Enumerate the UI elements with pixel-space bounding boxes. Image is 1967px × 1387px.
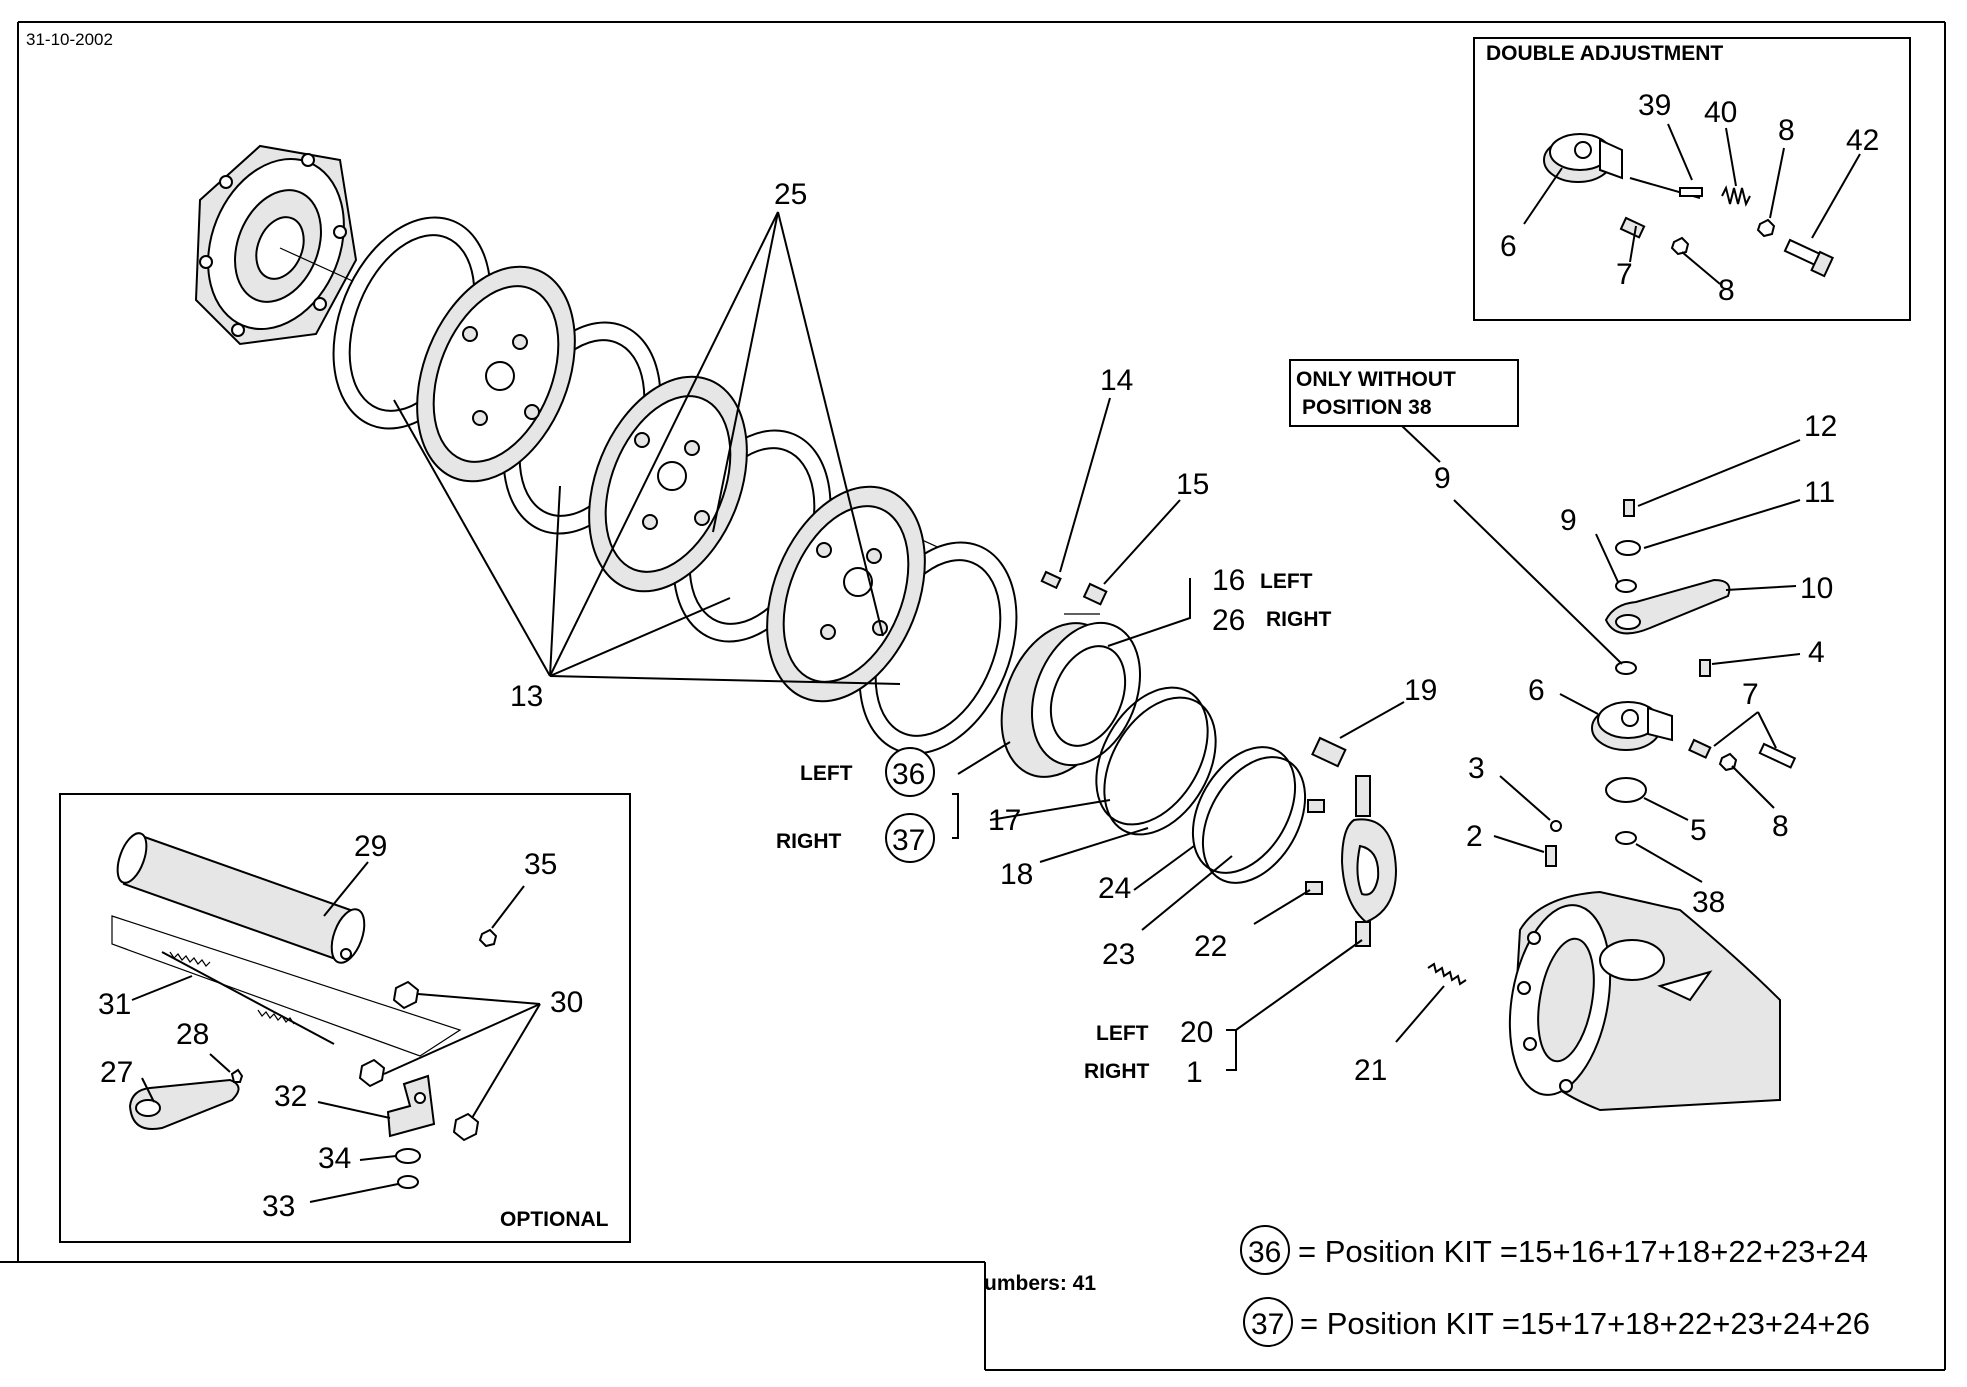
- friction-disc: [416, 265, 576, 483]
- callout-7-inset: 7: [1616, 258, 1633, 291]
- callout-13: 13: [510, 680, 543, 713]
- callout-6: 6: [1528, 674, 1545, 707]
- callout-16: 16: [1212, 564, 1245, 597]
- callout-17: 17: [988, 804, 1021, 837]
- kit-37-circle: 37: [1251, 1308, 1284, 1341]
- callout-24: 24: [1098, 872, 1131, 905]
- callout-39: 39: [1638, 89, 1671, 122]
- callout-23: 23: [1102, 938, 1135, 971]
- kit-37-text: = Position KIT =15+17+18+22+23+24+26: [1300, 1306, 1870, 1341]
- callout-7: 7: [1742, 678, 1759, 711]
- callout-10: 10: [1800, 572, 1833, 605]
- callout-3: 3: [1468, 752, 1485, 785]
- callout-30: 30: [550, 986, 583, 1019]
- callout-37: 37: [892, 824, 925, 857]
- drawing-date: 31-10-2002: [26, 30, 113, 49]
- callout-31: 31: [98, 988, 131, 1021]
- callout-36: 36: [892, 758, 925, 791]
- parts-count: umbers: 41: [984, 1272, 1096, 1295]
- label-right-37: RIGHT: [776, 830, 842, 853]
- only-without-line1: ONLY WITHOUT: [1296, 368, 1456, 391]
- callout-34: 34: [318, 1142, 351, 1175]
- callout-27: 27: [100, 1056, 133, 1089]
- kit-36-text: = Position KIT =15+16+17+18+22+23+24: [1298, 1234, 1868, 1269]
- lever-bracket-group: ONLY WITHOUT POSITION 38 9 12 11 9 10 4 …: [1084, 359, 1837, 1112]
- piston-group: 14 15 16 LEFT 26 RIGHT 17 18 24 23 LEFT …: [776, 364, 1332, 971]
- callout-8-inset-bottom: 8: [1718, 274, 1735, 307]
- callout-38: 38: [1692, 886, 1725, 919]
- label-left-36: LEFT: [800, 762, 853, 785]
- callout-12: 12: [1804, 410, 1837, 443]
- brake-yoke: [1340, 775, 1398, 947]
- callout-29: 29: [354, 830, 387, 863]
- callout-8-inset-top: 8: [1778, 114, 1795, 147]
- callout-21: 21: [1354, 1054, 1387, 1087]
- label-left-16: LEFT: [1260, 570, 1313, 593]
- callout-15: 15: [1176, 468, 1209, 501]
- callout-9: 9: [1560, 504, 1577, 537]
- kit-36-circle: 36: [1248, 1236, 1281, 1269]
- callout-4: 4: [1808, 636, 1825, 669]
- callout-5: 5: [1690, 814, 1707, 847]
- double-adjustment-title: DOUBLE ADJUSTMENT: [1486, 42, 1723, 65]
- callout-14: 14: [1100, 364, 1133, 397]
- callout-11: 11: [1804, 476, 1835, 509]
- callout-1: 1: [1186, 1056, 1203, 1089]
- callout-9-box: 9: [1434, 462, 1451, 495]
- callout-26: 26: [1212, 604, 1245, 637]
- optional-inset: OPTIONAL 30 35 29 31 27 28: [59, 793, 631, 1243]
- callout-8: 8: [1772, 810, 1789, 843]
- friction-disc: [766, 485, 926, 703]
- kit-legend: 36 = Position KIT =15+16+17+18+22+23+24 …: [1240, 1225, 1870, 1347]
- callout-33: 33: [262, 1190, 295, 1223]
- axle-housing: [1508, 890, 1781, 1112]
- callout-20: 20: [1180, 1016, 1213, 1049]
- brake-disc-stack: 25 13: [194, 144, 1018, 755]
- label-right-26: RIGHT: [1266, 608, 1332, 631]
- double-adjustment-inset: DOUBLE ADJUSTMENT 39 40 8 42 6 7 8: [1473, 37, 1911, 321]
- callout-2: 2: [1466, 820, 1483, 853]
- callout-28: 28: [176, 1018, 209, 1051]
- sheet-frame: [0, 21, 1946, 1371]
- callout-35: 35: [524, 848, 557, 881]
- label-right-1: RIGHT: [1084, 1060, 1150, 1083]
- optional-title: OPTIONAL: [500, 1208, 609, 1231]
- callout-42: 42: [1846, 124, 1879, 157]
- callout-22: 22: [1194, 930, 1227, 963]
- callout-18: 18: [1000, 858, 1033, 891]
- friction-disc: [588, 375, 748, 593]
- callout-40: 40: [1704, 96, 1737, 129]
- callout-32: 32: [274, 1080, 307, 1113]
- callout-25: 25: [774, 178, 807, 211]
- only-without-line2: POSITION 38: [1302, 396, 1432, 419]
- label-left-20: LEFT: [1096, 1022, 1149, 1045]
- callout-6-inset: 6: [1500, 230, 1517, 263]
- callout-19: 19: [1404, 674, 1437, 707]
